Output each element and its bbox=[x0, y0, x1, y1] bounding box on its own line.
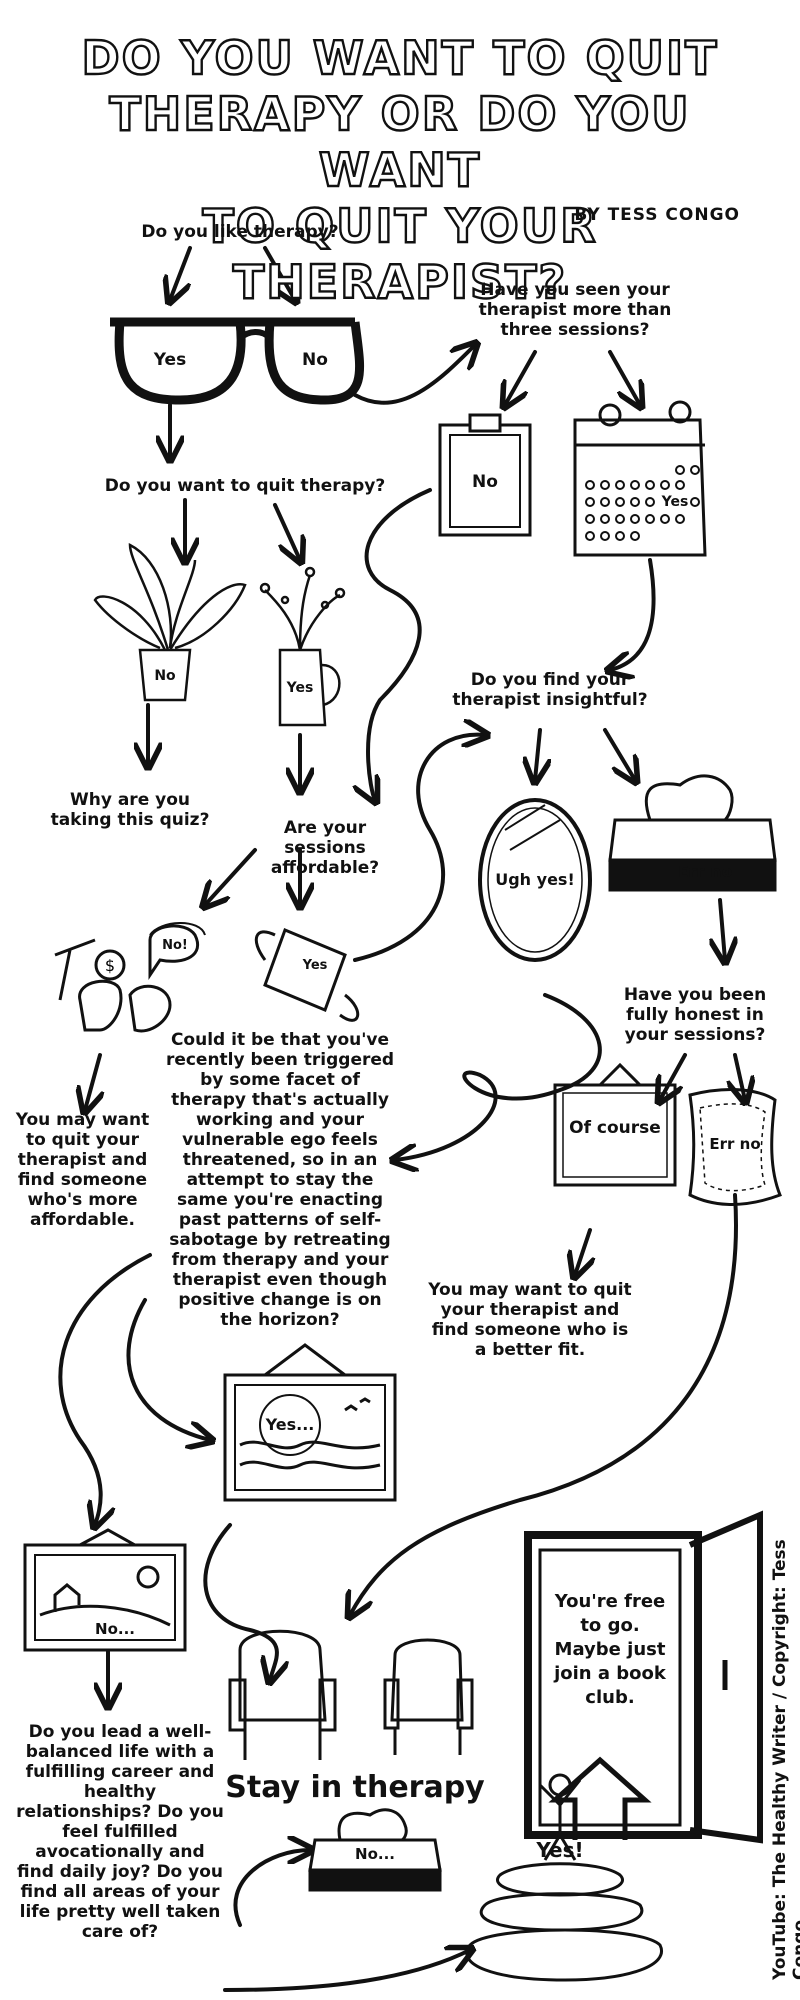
why-taking-quiz-text: Why are you taking this quiz? bbox=[50, 790, 210, 830]
tissue-err-no-label: Err no bbox=[677, 862, 733, 881]
arrow bbox=[353, 735, 485, 962]
arrow bbox=[505, 350, 537, 405]
mirror-inner bbox=[487, 807, 583, 953]
glasses-yes-label: Yes bbox=[153, 350, 187, 370]
pillow-stack-icon bbox=[465, 1862, 663, 1982]
money-yes-label: Yes bbox=[302, 958, 328, 973]
tissue2-no-label: No... bbox=[355, 1845, 395, 1863]
question-therapist-insightful: Do you find your therapist insightful? bbox=[452, 670, 648, 710]
stay-in-therapy-label: Stay in therapy bbox=[225, 1770, 485, 1805]
person-jumping-icon bbox=[538, 1773, 582, 1861]
byline: BY TESS CONGO bbox=[574, 205, 740, 225]
frame-of-course-label: Of course bbox=[569, 1118, 661, 1138]
up-arrow-icon bbox=[548, 1756, 652, 1840]
bubble-no-label: No! bbox=[162, 938, 188, 953]
plant-no-label: No bbox=[154, 668, 176, 684]
question-sessions-affordable: Are your sessions affordable? bbox=[270, 818, 380, 878]
arrow bbox=[353, 345, 475, 405]
sunset-yes-label: Yes... bbox=[265, 1415, 315, 1434]
calendar-days bbox=[585, 465, 700, 541]
arrow bbox=[233, 1850, 310, 1927]
arrow bbox=[735, 1053, 745, 1100]
pillows-yes-label: Yes! bbox=[536, 1838, 584, 1862]
money-wings-icon bbox=[254, 928, 360, 1022]
vase-icon bbox=[259, 566, 346, 727]
question-seen-three-sessions: Have you seen your therapist more than t… bbox=[478, 280, 672, 340]
pillow-err-no-label: Err no bbox=[709, 1135, 761, 1153]
clipboard-icon bbox=[438, 413, 532, 537]
vase-yes-label: Yes bbox=[286, 680, 314, 696]
page-title: Do you want to quit therapy or do you wa… bbox=[30, 30, 770, 310]
arrow bbox=[273, 503, 300, 560]
arrow bbox=[126, 1298, 210, 1440]
arrow bbox=[263, 246, 295, 300]
arrow bbox=[610, 558, 656, 670]
sun-icon bbox=[259, 1394, 321, 1456]
question-want-quit-therapy: Do you want to quit therapy? bbox=[104, 476, 386, 496]
glasses-icon bbox=[110, 317, 365, 405]
mirror-ugh-yes-label: Ugh yes! bbox=[495, 870, 575, 889]
plant-icon bbox=[93, 542, 247, 702]
arrow bbox=[58, 1253, 152, 1525]
quit-better-fit-text: You may want to quit your therapist and … bbox=[428, 1280, 632, 1360]
arrow bbox=[367, 488, 432, 800]
quit-affordable-text: You may want to quit your therapist and … bbox=[15, 1110, 150, 1230]
mirror-glare bbox=[504, 804, 561, 851]
title-line: Do you want to quit bbox=[80, 30, 719, 86]
landscape-frame-icon bbox=[23, 1528, 187, 1652]
mirror-icon bbox=[478, 798, 592, 962]
title-line: to quit your therapist? bbox=[201, 198, 598, 310]
calendar-yes-label: Yes bbox=[661, 494, 689, 510]
tissue-box-icon bbox=[608, 774, 777, 892]
broken-piggy-bank-icon bbox=[54, 924, 199, 1033]
tissue-box-2-icon bbox=[308, 1808, 442, 1892]
arrow bbox=[608, 350, 640, 405]
glasses-no-label: No bbox=[302, 350, 328, 370]
landscape-no-label: No... bbox=[95, 1620, 135, 1638]
arrow bbox=[395, 993, 602, 1160]
free-to-go-text: You're free to go. Maybe just join a boo… bbox=[554, 1591, 666, 1708]
speech-bubble-icon bbox=[149, 922, 206, 936]
arrow bbox=[203, 1523, 277, 1680]
question-like-therapy: Do you like therapy? bbox=[141, 222, 339, 242]
pillow-icon bbox=[688, 1088, 782, 1206]
arrow bbox=[603, 728, 635, 780]
frame-of-course-icon bbox=[553, 1062, 677, 1187]
door-icon bbox=[524, 1510, 763, 1844]
arrow bbox=[170, 246, 192, 300]
arrow bbox=[720, 898, 725, 960]
arrow bbox=[535, 728, 540, 780]
question-fully-honest: Have you been fully honest in your sessi… bbox=[623, 985, 767, 1045]
clipboard-no-label: No bbox=[472, 472, 498, 492]
triggered-text: Could it be that you've recently been tr… bbox=[165, 1030, 395, 1330]
armchairs-icon bbox=[228, 1629, 474, 1760]
arrow bbox=[223, 1950, 470, 1992]
arrow bbox=[85, 1053, 100, 1110]
dollar-icon: $ bbox=[105, 956, 115, 975]
sunset-frame-icon bbox=[223, 1343, 397, 1502]
credit-text: YouTube: The Healthy Writer / Copyright:… bbox=[770, 1539, 800, 1980]
arrow bbox=[575, 1228, 590, 1275]
question-balanced-life: Do you lead a well-balanced life with a … bbox=[16, 1722, 224, 1942]
calendar-icon bbox=[573, 400, 707, 557]
arrow bbox=[350, 1193, 738, 1615]
title-line: therapy or do you want bbox=[108, 86, 691, 198]
arrow bbox=[205, 848, 257, 905]
